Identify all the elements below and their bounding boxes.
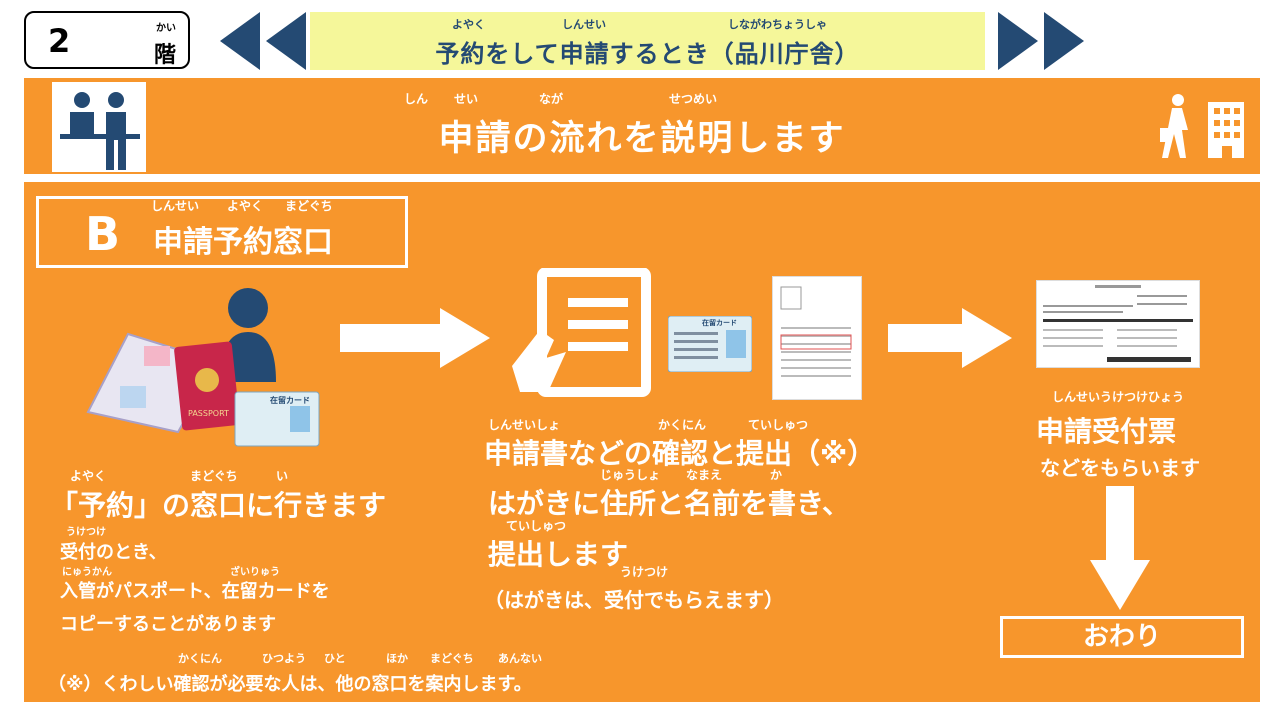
step2-ruby: うけつけ bbox=[620, 565, 669, 579]
counter-letter: B bbox=[85, 207, 121, 261]
section-ruby: しんせい bbox=[151, 199, 200, 213]
end-label-box: おわり bbox=[1000, 616, 1244, 658]
step1-line2: 入管がパスポート、在留カードを bbox=[60, 581, 330, 602]
footnote-ruby: かくにん bbox=[178, 652, 222, 665]
application-form-icon bbox=[512, 267, 652, 402]
step1-line3: コピーすることがあります bbox=[60, 614, 276, 635]
step1-ruby: まどぐち bbox=[190, 469, 238, 483]
step2-line4: （はがきは、受付でもらえます） bbox=[484, 588, 784, 612]
step2-line1: 申請書などの確認と提出（※） bbox=[484, 437, 876, 470]
section-ruby: まどぐち bbox=[285, 199, 333, 213]
residence-card-image: 在留カード bbox=[667, 315, 753, 373]
footnote-ruby: ひと bbox=[324, 652, 346, 665]
banner-ruby: しんせい bbox=[562, 18, 606, 31]
step1-line1: 受付のとき、 bbox=[60, 542, 167, 563]
section-header: しん せい なが せつめい 申請の流れを説明します bbox=[24, 78, 1260, 174]
header-ruby: せい bbox=[454, 92, 479, 106]
banner-ruby: よやく bbox=[452, 18, 485, 31]
step1-line1-ruby: うけつけ bbox=[66, 527, 106, 538]
footnote-text: （※）くわしい確認が必要な人は、他の窓口を案内します。 bbox=[48, 674, 532, 695]
flow-arrow-icon-2 bbox=[888, 306, 1012, 374]
floor-number: 2 bbox=[48, 22, 71, 60]
footnote-ruby: ひつよう bbox=[262, 652, 306, 665]
counter-label-box: しんせい よやく まどぐち B 申請予約窓口 bbox=[36, 196, 408, 268]
header-title: 申請の流れを説明します bbox=[438, 119, 846, 159]
footnote-ruby: ほか bbox=[386, 652, 408, 665]
page-title-banner: よやく しんせい しながわちょうしゃ 予約をして申請するとき（品川庁舎） bbox=[310, 12, 985, 70]
reception-counter-icon bbox=[52, 82, 146, 172]
floor-label: 階 bbox=[154, 43, 177, 68]
floor-label-ruby: かい bbox=[156, 23, 176, 34]
end-label: おわり bbox=[1082, 622, 1161, 652]
receipt-slip-image bbox=[1036, 280, 1200, 368]
banner-ruby: しながわちょうしゃ bbox=[728, 18, 827, 31]
step1-line2-ruby: にゅうかん bbox=[62, 567, 112, 578]
postcard-image bbox=[772, 276, 862, 400]
step1-heading: 「予約」の窓口に行きます bbox=[50, 489, 387, 522]
next-arrow-icon[interactable] bbox=[998, 12, 1038, 70]
page-title: 予約をして申請するとき（品川庁舎） bbox=[435, 40, 860, 68]
counter-name: 申請予約窓口 bbox=[153, 225, 333, 260]
section-ruby: よやく bbox=[227, 199, 264, 213]
step2-line3: 提出します bbox=[488, 538, 629, 571]
step3-ruby: しんせいうけつけひょう bbox=[1052, 390, 1185, 404]
previous-arrow-icon[interactable] bbox=[220, 12, 260, 70]
step3-line2: などをもらいます bbox=[1040, 456, 1200, 480]
step2-ruby: ていしゅつ bbox=[748, 418, 809, 432]
residence-card-title: 在留カード bbox=[702, 319, 737, 327]
header-ruby: しん bbox=[404, 92, 429, 106]
step2-line2: はがきに住所と名前を書き、 bbox=[488, 487, 851, 520]
passport-text: PASSPORT bbox=[188, 409, 229, 418]
next-arrow-icon-2[interactable] bbox=[1044, 12, 1084, 70]
step2-ruby: なまえ bbox=[686, 468, 723, 482]
flow-arrow-icon bbox=[340, 306, 490, 374]
step1-illustration: PASSPORT 在留カード bbox=[80, 282, 325, 452]
step3-line1: 申請受付票 bbox=[1036, 415, 1177, 448]
down-arrow-icon bbox=[1090, 486, 1150, 614]
previous-arrow-icon-2[interactable] bbox=[266, 12, 306, 70]
step2-ruby: かくにん bbox=[658, 418, 707, 432]
floor-indicator: 2 かい 階 bbox=[24, 11, 190, 69]
footnote-ruby: まどぐち bbox=[430, 652, 474, 665]
step2-ruby: しんせいしょ bbox=[488, 418, 561, 432]
header-ruby: せつめい bbox=[669, 92, 718, 106]
residence-card-title: 在留カード bbox=[270, 396, 310, 405]
walk-to-building-icon bbox=[1158, 92, 1248, 162]
step2-ruby: か bbox=[770, 468, 783, 482]
step2-ruby: ていしゅつ bbox=[506, 519, 567, 533]
header-ruby: なが bbox=[539, 92, 564, 106]
step2-ruby: じゅうしょ bbox=[600, 468, 661, 482]
step1-line2-ruby: ざいりゅう bbox=[230, 567, 280, 578]
footnote-ruby: あんない bbox=[498, 652, 542, 665]
step1-ruby: よやく bbox=[70, 469, 107, 483]
step1-ruby: い bbox=[276, 469, 289, 483]
